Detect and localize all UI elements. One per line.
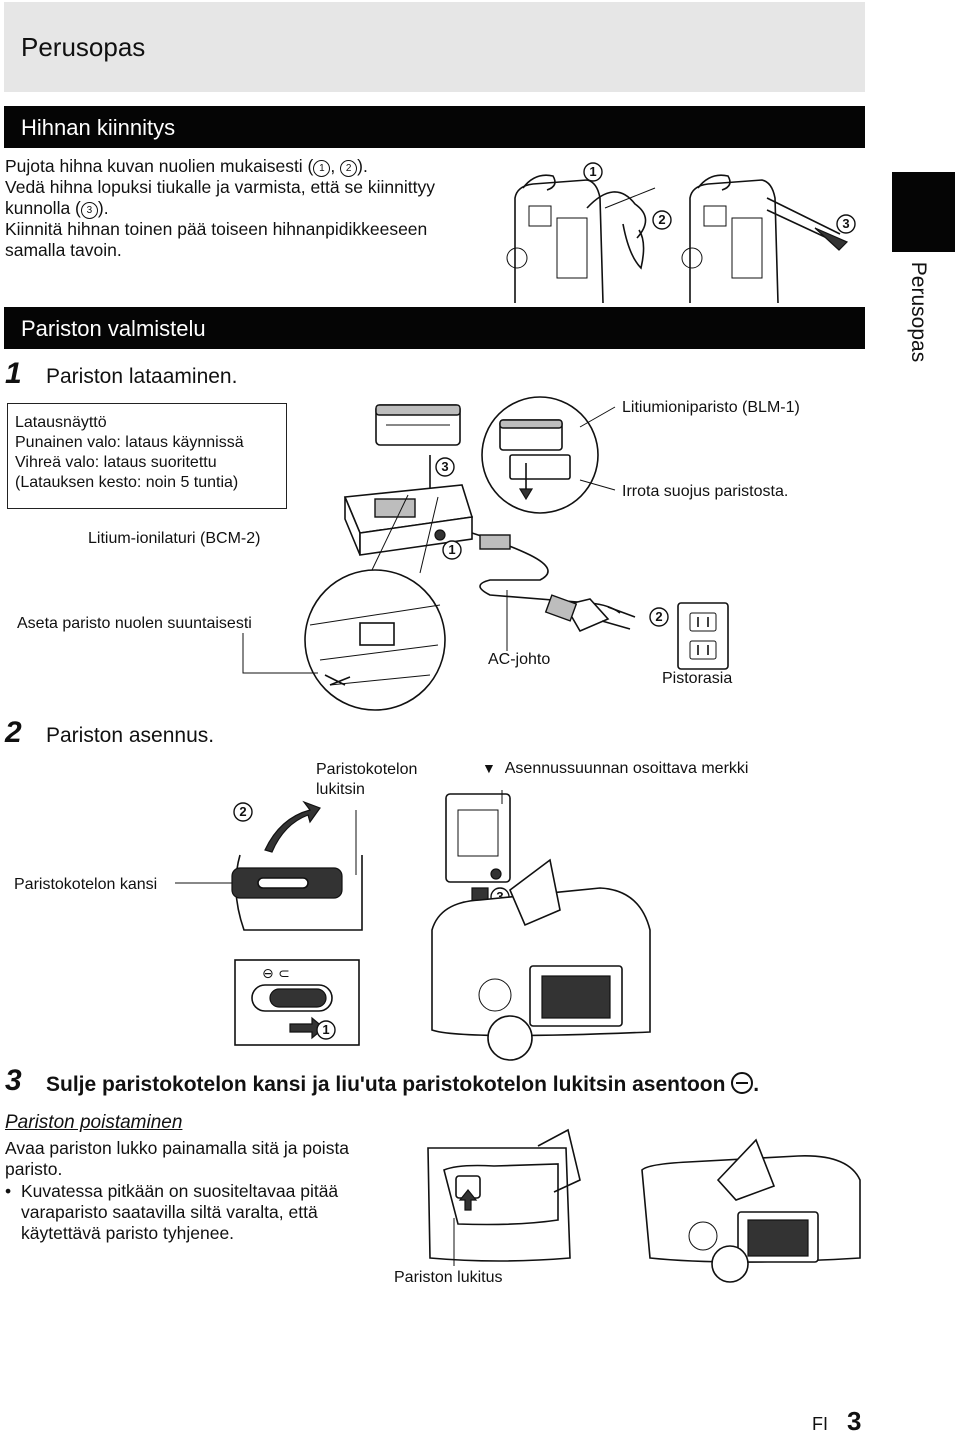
removal-title: Pariston poistaminen bbox=[5, 1112, 182, 1134]
charge-step-1: 1 bbox=[448, 542, 455, 557]
page-number: 3 bbox=[847, 1406, 862, 1436]
strap-step-2: 2 bbox=[658, 212, 665, 227]
direction-mark-text: Asennussuunnan osoittava merkki bbox=[504, 760, 749, 777]
strap-step-1: 1 bbox=[589, 164, 596, 179]
strap-step-3: 3 bbox=[842, 216, 849, 231]
battery-cover-label: Paristokotelon kansi bbox=[14, 876, 158, 893]
step-3-instruction: Sulje paristokotelon kansi ja liu'uta pa… bbox=[46, 1072, 760, 1096]
charge-indicator-box: Latausnäyttö Punainen valo: lataus käynn… bbox=[7, 403, 287, 509]
strap-line: Kiinnitä hihnan toinen pää toiseen hihna… bbox=[5, 219, 428, 239]
charger-illustration: 3 1 2 bbox=[242, 396, 729, 711]
step-number: 1 bbox=[5, 357, 22, 390]
ac-cable-label: AC-johto bbox=[488, 651, 551, 668]
step-title: Pariston asennus. bbox=[46, 724, 215, 747]
step-title: Sulje paristokotelon kansi ja liu'uta pa… bbox=[46, 1073, 726, 1096]
direction-mark-label: ▼ Asennussuunnan osoittava merkki bbox=[482, 760, 749, 777]
strap-line: Vedä hihna lopuksi tiukalle ja varmista,… bbox=[5, 177, 435, 197]
side-tab-marker bbox=[892, 172, 955, 252]
camera-top-left bbox=[506, 174, 656, 304]
indicator-time: (Latauksen kesto: noin 5 tuntia) bbox=[15, 474, 239, 491]
section-heading-text: Hihnan kiinnitys bbox=[21, 115, 176, 140]
indicator-red: Punainen valo: lataus käynnissä bbox=[15, 434, 244, 451]
removal-bullet: •Kuvatessa pitkään on suositeltavaa pitä… bbox=[5, 1181, 339, 1243]
step-number: 3 bbox=[5, 1064, 22, 1097]
svg-text:⊖ ⊂: ⊖ ⊂ bbox=[262, 966, 290, 982]
insert-direction-label: Aseta paristo nuolen suuntaisesti bbox=[17, 615, 252, 632]
section-heading-text: Pariston valmistelu bbox=[21, 316, 206, 341]
footer-language: FI bbox=[812, 1414, 828, 1434]
page-title: Perusopas bbox=[21, 32, 146, 62]
outlet-label: Pistorasia bbox=[662, 670, 733, 687]
side-tab-label: Perusopas bbox=[907, 261, 930, 363]
step-mark: 1 bbox=[313, 160, 331, 177]
charger-label: Litium-ionilaturi (BCM-2) bbox=[88, 530, 261, 547]
page-header: Perusopas bbox=[4, 2, 865, 92]
battery-pack bbox=[375, 404, 461, 446]
step-title: Pariston lataaminen. bbox=[46, 365, 238, 388]
remove-cover-label: Irrota suojus paristosta. bbox=[622, 483, 789, 500]
battery-lock-label: Paristokotelon lukitsin bbox=[316, 761, 418, 798]
step-number: 2 bbox=[5, 716, 22, 749]
camera-top-right bbox=[681, 174, 849, 304]
removal-bullet-text: Kuvatessa pitkään on suositeltavaa pitää… bbox=[21, 1181, 339, 1243]
battery-release-label: Pariston lukitus bbox=[394, 1269, 503, 1286]
wall-outlet bbox=[677, 602, 729, 670]
indicator-title: Latausnäyttö bbox=[15, 414, 107, 431]
strap-line: samalla tavoin. bbox=[5, 240, 122, 260]
lock-position-icon bbox=[731, 1072, 754, 1094]
indicator-green: Vihreä valo: lataus suoritettu bbox=[15, 454, 217, 471]
charge-step-2: 2 bbox=[655, 609, 662, 624]
battery-pack-label: Litiumioniparisto (BLM-1) bbox=[622, 399, 800, 416]
install-illustration: 2 ⊖ ⊂ 1 3 bbox=[175, 790, 651, 1061]
strap-line: kunnolla ( bbox=[5, 198, 81, 218]
step-mark: 3 bbox=[80, 202, 98, 219]
removal-illustration bbox=[427, 1128, 861, 1283]
charge-step-3: 3 bbox=[441, 459, 448, 474]
charger bbox=[343, 484, 474, 556]
section-heading-battery: Pariston valmistelu bbox=[4, 307, 865, 349]
strap-illustration: 1 2 3 bbox=[506, 162, 856, 304]
install-step-2: 2 bbox=[239, 804, 246, 819]
install-step-3: 3 bbox=[496, 889, 503, 904]
strap-instructions: Pujota hihna kuvan nuolien mukaisesti (1… bbox=[5, 156, 505, 261]
step-mark: 2 bbox=[340, 160, 358, 177]
install-step-1: 1 bbox=[322, 1022, 329, 1037]
removal-title-text: Pariston poistaminen bbox=[5, 1112, 183, 1133]
removal-text: Avaa pariston lukko painamalla sitä ja p… bbox=[5, 1138, 350, 1179]
strap-line: Pujota hihna kuvan nuolien mukaisesti ( bbox=[5, 156, 314, 176]
section-heading-strap: Hihnan kiinnitys bbox=[4, 106, 865, 148]
